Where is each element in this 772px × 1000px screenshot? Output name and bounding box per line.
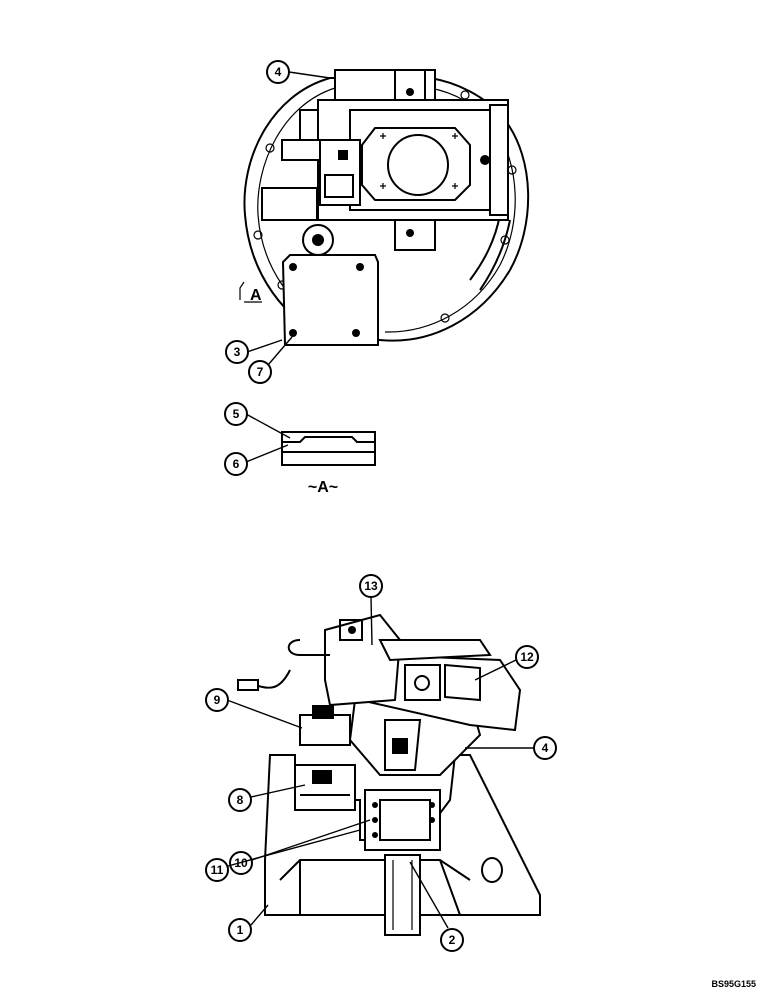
svg-text:13: 13 bbox=[364, 579, 378, 593]
callout-8: 8 bbox=[228, 784, 306, 812]
pump-flange bbox=[361, 127, 471, 201]
housing-hole bbox=[481, 857, 503, 883]
valve-top-fittings bbox=[378, 639, 492, 662]
callout-3: 3 bbox=[225, 339, 283, 364]
top-bracket bbox=[334, 69, 436, 101]
left-fitting-lower bbox=[261, 187, 318, 221]
solenoid-harness bbox=[254, 639, 330, 689]
regulator-block bbox=[299, 714, 351, 746]
upper-valve-block bbox=[324, 613, 402, 707]
callout-1: 1 bbox=[228, 904, 269, 942]
callout-7: 7 bbox=[248, 336, 293, 384]
callout-4-bottom: 4 bbox=[465, 736, 557, 760]
left-fitting-upper bbox=[281, 139, 321, 161]
svg-text:5: 5 bbox=[233, 407, 240, 421]
svg-text:8: 8 bbox=[237, 793, 244, 807]
drive-shaft bbox=[384, 854, 421, 936]
housing-slot bbox=[469, 214, 511, 291]
callout-13: 13 bbox=[359, 574, 383, 646]
top-view-pump-assembly: A 4 3 7 bbox=[225, 60, 530, 384]
svg-text:6: 6 bbox=[233, 457, 240, 471]
svg-text:2: 2 bbox=[449, 933, 456, 947]
svg-text:4: 4 bbox=[275, 65, 282, 79]
cover-plate-bolts bbox=[289, 263, 364, 337]
svg-text:3: 3 bbox=[234, 345, 241, 359]
section-view-title: ~A~ bbox=[308, 479, 338, 496]
pump-port bbox=[387, 134, 449, 196]
callout-9: 9 bbox=[205, 688, 303, 729]
callout-5: 5 bbox=[224, 402, 291, 439]
section-view-a: 5 6 ~A~ bbox=[224, 402, 376, 496]
svg-text:7: 7 bbox=[257, 365, 264, 379]
svg-text:12: 12 bbox=[520, 650, 534, 664]
callout-4-top: 4 bbox=[266, 60, 331, 84]
svg-text:4: 4 bbox=[542, 741, 549, 755]
svg-text:9: 9 bbox=[214, 693, 221, 707]
rotating-group bbox=[364, 789, 441, 851]
drawing-code: BS95G155 bbox=[711, 979, 756, 989]
section-arrow-label: A bbox=[250, 287, 262, 304]
svg-text:1: 1 bbox=[237, 923, 244, 937]
section-marker-a: A bbox=[239, 281, 262, 304]
svg-text:11: 11 bbox=[211, 863, 224, 877]
bottom-view-pump-assembly: 13 12 9 4 8 10 11 bbox=[205, 574, 557, 952]
flange-bolts bbox=[380, 133, 458, 189]
callout-12: 12 bbox=[474, 645, 539, 681]
cover-plate bbox=[281, 254, 379, 346]
section-gasket bbox=[281, 431, 376, 466]
callout-6: 6 bbox=[224, 444, 289, 476]
callout-11: 11 bbox=[205, 829, 361, 882]
callout-2: 2 bbox=[409, 861, 464, 952]
